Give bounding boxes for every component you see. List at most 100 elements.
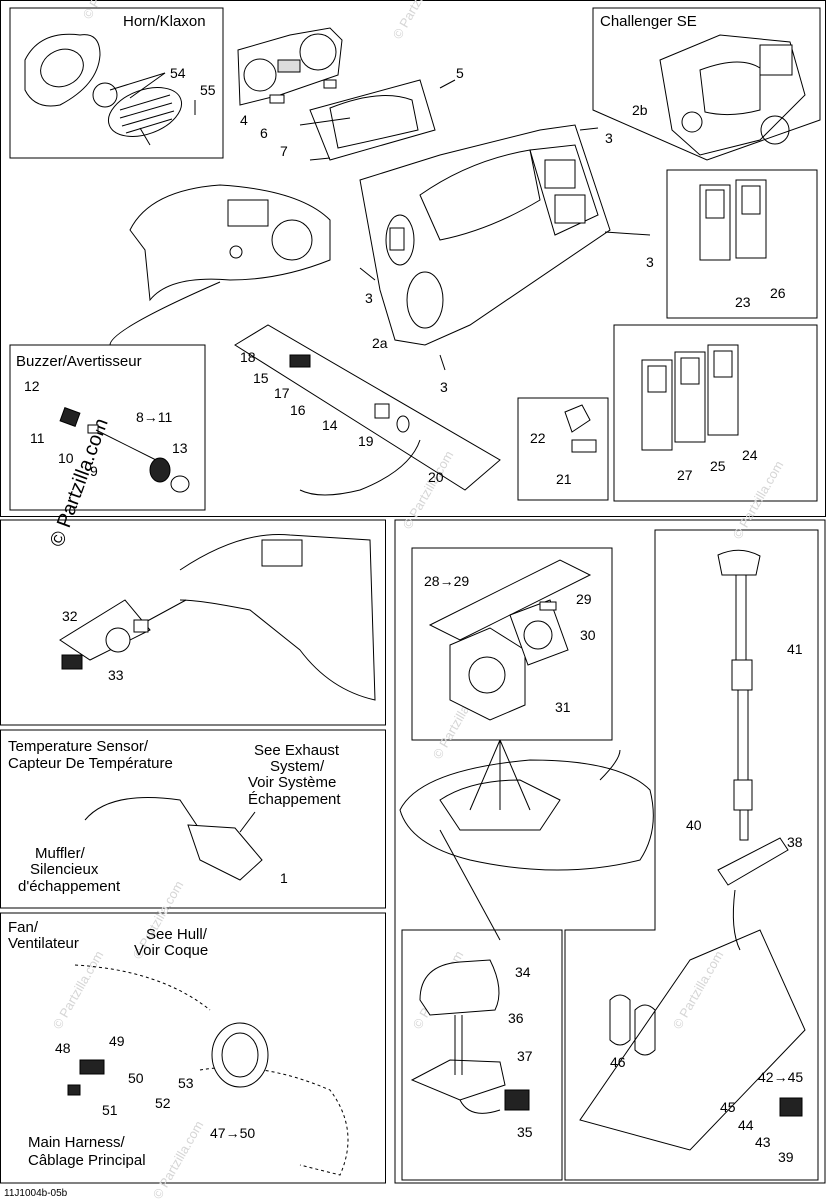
light-box [401,929,563,1181]
horn-body [92,82,118,108]
callout-52: 52 [155,1095,171,1111]
callout-54: 54 [170,65,186,81]
watermark: © Partzilla.com [50,948,107,1031]
callout-38: 38 [787,834,803,850]
boat-sketch [179,533,376,701]
callout-18: 18 [240,349,256,365]
callout-3: 3 [365,290,373,306]
switch-panel-b: 27 25 24 [641,344,758,483]
gasket-outline [309,79,436,161]
fan-section: Fan/ Ventilateur See Hull/ Voir Coque Ma… [8,919,349,1176]
callout-25: 25 [710,458,726,474]
callout-7: 7 [280,143,288,159]
callout-46: 46 [610,1054,626,1070]
watermark: © Partzilla.com [390,0,447,42]
temperature-section: Temperature Sensor/ Capteur De Températu… [8,738,341,895]
footer-code: 11J1004b-05b [4,1188,68,1199]
buzzer-box [9,344,206,511]
callout-2a: 2a [372,335,388,351]
callout-49: 49 [109,1033,125,1049]
callout-40: 40 [686,817,702,833]
pole-lamp [717,549,761,576]
muffler-note-2: Silencieux [30,861,99,878]
callout-20: 20 [428,469,444,485]
callout-21: 21 [556,471,572,487]
callout-6: 6 [260,125,268,141]
muffler-note-1: Muffler/ [35,845,86,862]
callout-23: 23 [735,294,751,310]
callout-39: 39 [778,1149,794,1165]
callout-28-29: 28→29 [424,573,469,589]
callout-29: 29 [576,591,592,607]
horn-box [9,7,224,159]
callout-43: 43 [755,1134,771,1150]
horn-section: Horn/Klaxon 54 55 [24,13,216,146]
watermark: © Partzilla.com [730,458,787,541]
callout-11: 11 [30,430,45,446]
callout-27: 27 [677,467,693,483]
hull-note-1: See Hull/ [146,926,208,943]
temperature-box [0,729,386,909]
watermark: © Partzilla.com [400,448,457,531]
callout-15: 15 [253,370,269,386]
switch-section-box [0,519,386,726]
callout-24: 24 [742,447,758,463]
exhaust-note-1: See Exhaust [254,742,340,759]
callout-34: 34 [515,964,531,980]
gauge-box [411,547,613,741]
callout-55: 55 [200,82,216,98]
callout-4: 4 [240,112,248,128]
callout-14: 14 [322,417,338,433]
callout-19: 19 [358,433,374,449]
callout-44: 44 [738,1117,754,1133]
label-box-content: 22 21 [530,404,597,487]
callout-16: 16 [290,402,306,418]
boat-dash-sketch [129,184,331,302]
callout-2b: 2b [632,102,648,118]
muffler-note-3: d'échappement [18,878,121,895]
exhaust-note-3: Voir Système [248,774,336,791]
callout-12: 12 [24,378,40,394]
harness-note-2: Câblage Principal [28,1152,146,1169]
horn-grille-lines [119,94,175,134]
callout-13: 13 [172,440,188,456]
callout-3: 3 [440,379,448,395]
buzzer-title: Buzzer/Avertisseur [16,353,142,370]
temperature-title-line1: Temperature Sensor/ [8,738,149,755]
challenger-box [592,7,821,161]
horn-title: Horn/Klaxon [123,13,206,30]
main-watermark: © Partzilla.com [46,416,113,550]
switch-panel-a-box [666,169,818,319]
callout-8-11: 8→11 [136,409,173,425]
temperature-title-line2: Capteur De Température [8,755,173,772]
callout-1: 1 [280,870,288,886]
callout-10: 10 [58,450,74,466]
watermark: © Partzilla.com [150,1118,207,1200]
callout-47-50: 47→50 [210,1125,255,1141]
callout-45: 45 [720,1099,736,1115]
light-section: 34 36 37 35 [410,959,533,1140]
callout-41: 41 [787,641,803,657]
callout-9: 9 [90,463,98,479]
buzzer-section: Buzzer/Avertisseur 12 8→11 11 10 9 13 [16,353,190,493]
callout-22: 22 [530,430,546,446]
callout-36: 36 [508,1010,524,1026]
callout-3: 3 [646,254,654,270]
boat-top-sketch [399,739,654,941]
pole-base [717,837,789,886]
challenger-title: Challenger SE [600,13,697,30]
switch-section: 32 33 [59,533,376,701]
fan-title-line1: Fan/ [8,919,39,936]
exhaust-note-2: System/ [270,758,325,775]
callout-32: 32 [62,608,78,624]
dash-section: 4 5 6 7 3 3 3 3 2a [109,27,654,395]
switch-panel-a: 23 26 [699,179,786,310]
callout-35: 35 [517,1124,533,1140]
gauge-section: 28→29 29 30 31 [424,559,596,721]
light-lens [419,959,500,1016]
pole-section: 41 40 38 46 42→45 45 44 43 39 [579,549,806,1165]
callout-5: 5 [456,65,464,81]
harness-note-1: Main Harness/ [28,1134,126,1151]
